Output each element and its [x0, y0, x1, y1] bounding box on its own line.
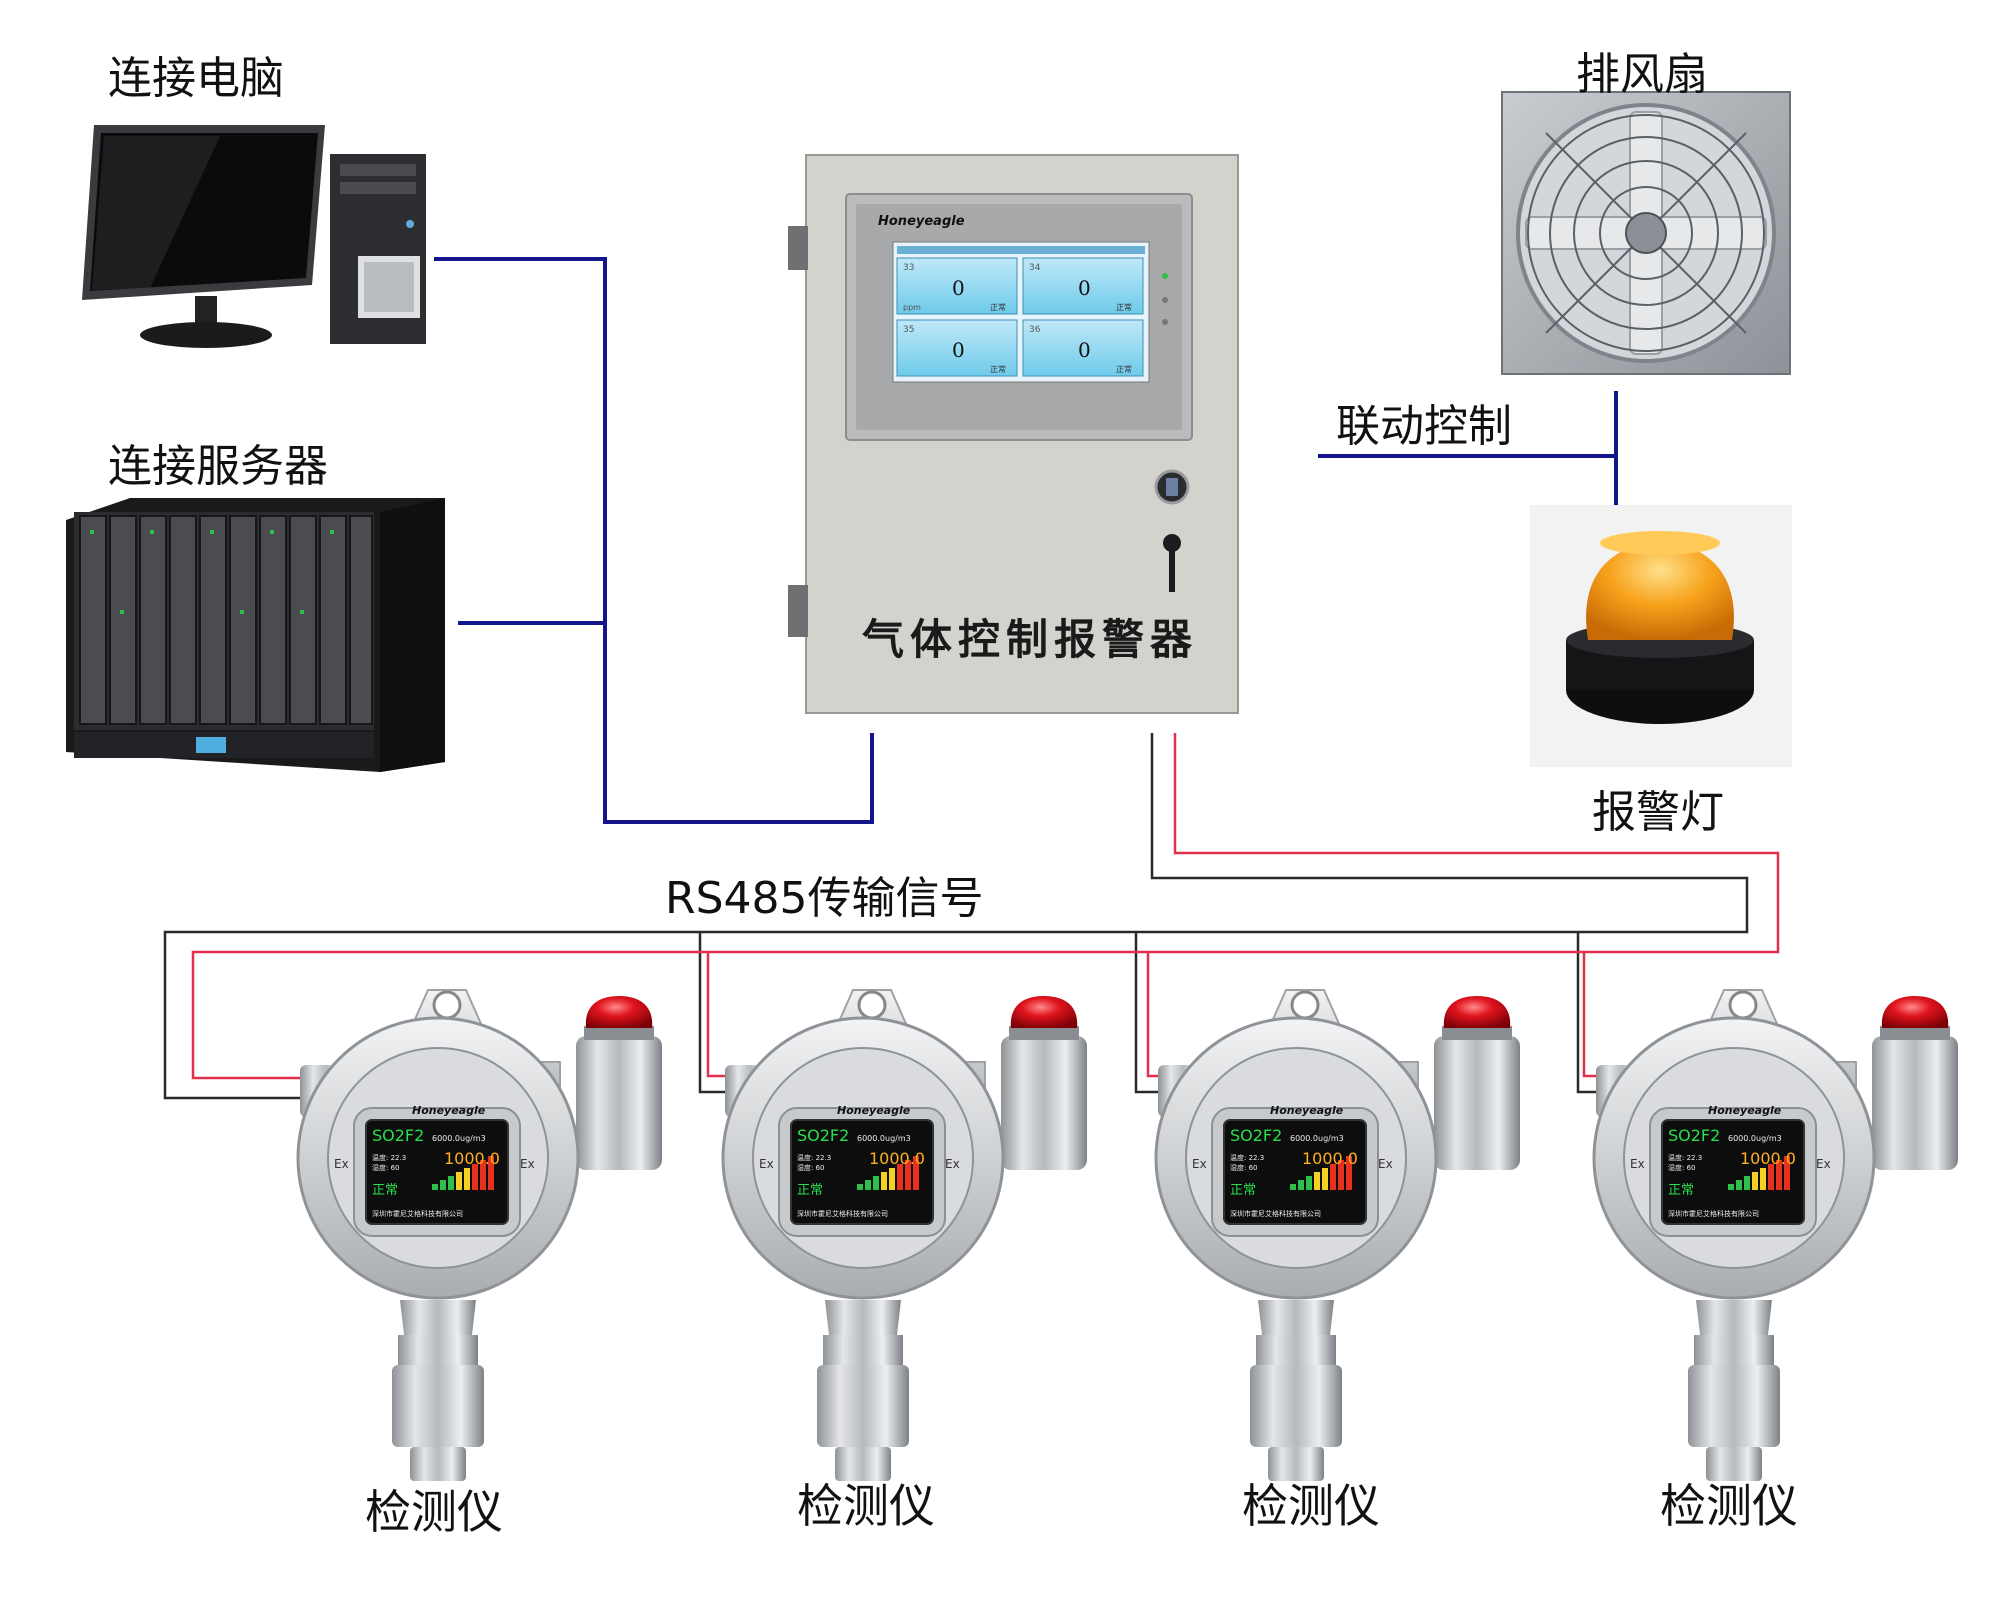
- detector-2-brand: Honeyeagle: [837, 1104, 911, 1117]
- ch-4-value: 0: [1078, 338, 1091, 362]
- detector-3-ex-right: Ex: [1378, 1157, 1393, 1171]
- label-detector-4: 检测仪: [1660, 1479, 1798, 1533]
- label-fan: 排风扇: [1576, 49, 1708, 100]
- detector-3-maker: 深圳市霍尼艾格科技有限公司: [1230, 1209, 1321, 1218]
- computer-image: [82, 125, 426, 348]
- label-rs485: RS485传输信号: [665, 873, 984, 924]
- detector-2-screen-text: Honeyeagle SO2F2 6000.0ug/m3 温度: 22.3 湿度…: [759, 1104, 960, 1218]
- detector-2-range: 6000.0ug/m3: [857, 1134, 911, 1143]
- controller-brand: Honeyeagle: [878, 214, 965, 229]
- detector-4-reading: 1000.0: [1740, 1149, 1796, 1168]
- detector-4-gas: SO2F2: [1668, 1126, 1720, 1145]
- bus-red-drop-3: [1146, 952, 1158, 1078]
- detector-4-humidity: 湿度: 60: [1668, 1163, 1696, 1172]
- label-alarm-light: 报警灯: [1592, 787, 1724, 838]
- bus-black-drop-3: [1134, 932, 1158, 1094]
- bus-red-drop-2: [706, 952, 725, 1078]
- controller-cabinet: Honeyeagle: [788, 154, 1239, 714]
- label-controller: 气体控制报警器: [862, 615, 1199, 664]
- label-detector-3: 检测仪: [1242, 1479, 1380, 1533]
- label-linkage: 联动控制: [1336, 401, 1512, 452]
- detector-4-maker: 深圳市霍尼艾格科技有限公司: [1668, 1209, 1759, 1218]
- detector-1-reading: 1000.0: [444, 1149, 500, 1168]
- ch-3-value: 0: [952, 338, 965, 362]
- detector-3-ex-left: Ex: [1192, 1157, 1207, 1171]
- bus-red-drop-4: [1582, 952, 1596, 1078]
- detector-4: [1592, 989, 1958, 1481]
- detector-2: [721, 989, 1087, 1481]
- ch-3-status: 正常: [990, 365, 1006, 374]
- detector-1-brand: Honeyeagle: [412, 1104, 486, 1117]
- detector-1-status: 正常: [372, 1183, 398, 1198]
- detector-3-brand: Honeyeagle: [1270, 1104, 1344, 1117]
- detector-1-humidity: 湿度: 60: [372, 1163, 400, 1172]
- detector-4-brand: Honeyeagle: [1708, 1104, 1782, 1117]
- label-server: 连接服务器: [108, 441, 328, 492]
- rs485-bus: [163, 733, 1780, 1100]
- network-lines: [434, 257, 1618, 824]
- detector-2-humidity: 湿度: 60: [797, 1163, 825, 1172]
- bus-black-drop-2: [698, 932, 725, 1094]
- ch-2-status: 正常: [1116, 303, 1132, 312]
- detector-3-status: 正常: [1230, 1183, 1256, 1198]
- ch-1-unit: ppm: [903, 303, 921, 312]
- detector-1-ex-left: Ex: [334, 1157, 349, 1171]
- detector-1: [296, 989, 662, 1481]
- server-rack-image: [66, 498, 445, 772]
- ch-2-id: 34: [1029, 263, 1041, 273]
- detector-3-humidity: 湿度: 60: [1230, 1163, 1258, 1172]
- ch-4-status: 正常: [1116, 365, 1132, 374]
- detector-2-status: 正常: [797, 1183, 823, 1198]
- detector-3-screen-text: Honeyeagle SO2F2 6000.0ug/m3 温度: 22.3 湿度…: [1192, 1104, 1393, 1218]
- label-detector-1: 检测仪: [365, 1485, 503, 1539]
- exhaust-fan-image: [1501, 91, 1791, 375]
- detector-3-reading: 1000.0: [1302, 1149, 1358, 1168]
- detector-4-temp: 温度: 22.3: [1668, 1153, 1702, 1162]
- detector-1-ex-right: Ex: [520, 1157, 535, 1171]
- detector-2-ex-left: Ex: [759, 1157, 774, 1171]
- detector-3-gas: SO2F2: [1230, 1126, 1282, 1145]
- bus-red-main: [191, 733, 1780, 1080]
- detector-2-ex-right: Ex: [945, 1157, 960, 1171]
- detector-1-gas: SO2F2: [372, 1126, 424, 1145]
- ch-4-id: 36: [1029, 325, 1041, 335]
- detector-1-temp: 温度: 22.3: [372, 1153, 406, 1162]
- detector-2-reading: 1000.0: [869, 1149, 925, 1168]
- detector-2-gas: SO2F2: [797, 1126, 849, 1145]
- label-detector-2: 检测仪: [797, 1479, 935, 1533]
- detector-2-maker: 深圳市霍尼艾格科技有限公司: [797, 1209, 888, 1218]
- bus-black-main: [163, 733, 1749, 1100]
- detector-3-range: 6000.0ug/m3: [1290, 1134, 1344, 1143]
- controller-screen-data: 33 0 ppm 正常 34 0 正常 35 0 正常 36 0 正常: [903, 263, 1132, 374]
- detector-1-range: 6000.0ug/m3: [432, 1134, 486, 1143]
- detector-4-status: 正常: [1668, 1183, 1694, 1198]
- detector-1-screen-text: Honeyeagle SO2F2 6000.0ug/m3 温度: 22.3 湿度…: [334, 1104, 535, 1218]
- alarm-light-image: [1530, 505, 1792, 767]
- label-computer: 连接电脑: [108, 53, 284, 104]
- ch-1-value: 0: [952, 276, 965, 300]
- ch-2-value: 0: [1078, 276, 1091, 300]
- bus-black-drop-4: [1576, 932, 1596, 1094]
- ch-3-id: 35: [903, 325, 914, 335]
- detector-3: [1154, 989, 1520, 1481]
- ch-1-status: 正常: [990, 303, 1006, 312]
- detector-4-range: 6000.0ug/m3: [1728, 1134, 1782, 1143]
- ch-1-id: 33: [903, 263, 914, 273]
- detector-2-temp: 温度: 22.3: [797, 1153, 831, 1162]
- detector-4-screen-text: Honeyeagle SO2F2 6000.0ug/m3 温度: 22.3 湿度…: [1630, 1104, 1831, 1218]
- detector-3-temp: 温度: 22.3: [1230, 1153, 1264, 1162]
- detector-4-ex-left: Ex: [1630, 1157, 1645, 1171]
- detector-4-ex-right: Ex: [1816, 1157, 1831, 1171]
- detector-1-maker: 深圳市霍尼艾格科技有限公司: [372, 1209, 463, 1218]
- computer-link-line: [434, 257, 874, 824]
